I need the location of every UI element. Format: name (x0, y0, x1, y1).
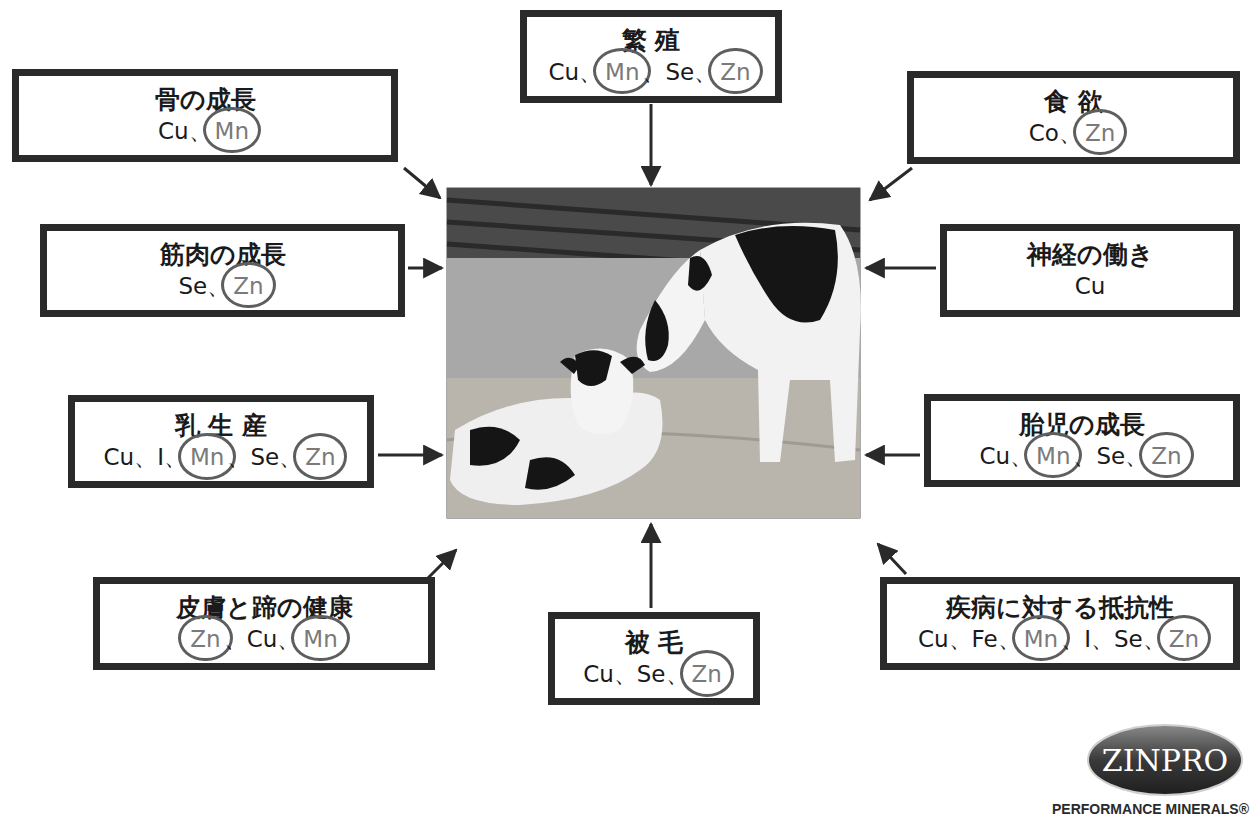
nutrient-box: 繁 殖Cu、Mn、Se、Zn (520, 10, 782, 103)
logo-badge (1088, 725, 1242, 795)
nutrient-box: 疾病に対する抵抗性Cu、Fe、Mn、I、Se、Zn (880, 577, 1240, 670)
box-content: 被 毛Cu、Se、Zn (583, 628, 725, 689)
function-heading: 食 欲 (1044, 87, 1103, 117)
mineral-list: 、Se、 (1073, 442, 1148, 471)
mineral-line: Co、Zn (1029, 119, 1118, 148)
highlighted-mineral: Zn (689, 660, 725, 689)
box-content: 皮膚と蹄の健康Zn、Cu、Mn (176, 593, 353, 654)
box-content: 疾病に対する抵抗性Cu、Fe、Mn、I、Se、Zn (918, 593, 1202, 654)
mineral-list: 、Se、 (227, 443, 302, 472)
mineral-list: 、Cu、 (224, 625, 301, 654)
mineral-line: Se、Zn (178, 272, 266, 301)
nutrient-box: 被 毛Cu、Se、Zn (548, 612, 760, 705)
mineral-list: Se、 (178, 272, 230, 301)
mineral-list: Cu、 (979, 442, 1033, 471)
nutrient-box: 胎児の成長Cu、Mn、Se、Zn (924, 394, 1240, 487)
box-content: 神経の働きCu (1027, 240, 1154, 301)
function-heading: 疾病に対する抵抗性 (946, 593, 1174, 623)
box-content: 食 欲Co、Zn (1029, 87, 1118, 148)
function-heading: 被 毛 (625, 628, 684, 658)
highlighted-mineral: Zn (717, 58, 753, 87)
box-content: 乳 生 産Cu、I、Mn、Se、Zn (104, 411, 339, 472)
highlighted-mineral: Zn (302, 443, 338, 472)
function-heading: 筋肉の成長 (160, 240, 286, 270)
logo-word: ZINPRO (1102, 743, 1228, 778)
function-heading: 胎児の成長 (1019, 410, 1145, 440)
highlighted-mineral: Zn (1082, 119, 1118, 148)
mineral-line: Zn、Cu、Mn (187, 625, 340, 654)
function-heading: 繁 殖 (622, 26, 681, 56)
mineral-line: Cu (1075, 272, 1106, 301)
highlighted-mineral: Zn (230, 272, 266, 301)
logo-tagline: PERFORMANCE MINERALS® (1052, 801, 1249, 817)
highlighted-mineral: Mn (602, 58, 642, 87)
highlighted-mineral: Mn (187, 443, 227, 472)
photo (447, 188, 861, 518)
box-content: 骨の成長Cu、Mn (155, 85, 256, 146)
highlighted-mineral: Mn (300, 625, 340, 654)
mineral-list: Cu、Fe、 (918, 625, 1021, 654)
highlighted-mineral: Mn (1033, 442, 1073, 471)
box-content: 胎児の成長Cu、Mn、Se、Zn (979, 410, 1184, 471)
nutrient-box: 筋肉の成長Se、Zn (40, 224, 405, 317)
mineral-list: Cu (1075, 272, 1106, 301)
function-heading: 神経の働き (1027, 240, 1154, 270)
mineral-line: Cu、Mn、Se、Zn (548, 58, 753, 87)
box-content: 筋肉の成長Se、Zn (160, 240, 286, 301)
mineral-list: Cu、Se、 (583, 660, 688, 689)
function-heading: 乳 生 産 (175, 411, 267, 441)
mineral-line: Cu、I、Mn、Se、Zn (104, 443, 339, 472)
nutrient-box: 骨の成長Cu、Mn (12, 69, 398, 162)
mineral-list: Cu、 (548, 58, 602, 87)
highlighted-mineral: Mn (1021, 625, 1061, 654)
nutrient-box: 食 欲Co、Zn (907, 71, 1240, 164)
highlighted-mineral: Zn (1148, 442, 1184, 471)
mineral-list: Cu、I、 (104, 443, 187, 472)
mineral-line: Cu、Fe、Mn、I、Se、Zn (918, 625, 1202, 654)
mineral-line: Cu、Mn (158, 117, 252, 146)
nutrient-box: 神経の働きCu (940, 224, 1240, 317)
mineral-list: Co、 (1029, 119, 1082, 148)
mineral-list: 、I、Se、 (1061, 625, 1166, 654)
highlighted-mineral: Zn (1166, 625, 1202, 654)
nutrient-box: 皮膚と蹄の健康Zn、Cu、Mn (93, 577, 435, 670)
box-content: 繁 殖Cu、Mn、Se、Zn (548, 26, 753, 87)
highlighted-mineral: Zn (187, 625, 223, 654)
arrow (378, 104, 936, 608)
mineral-line: Cu、Se、Zn (583, 660, 725, 689)
mineral-line: Cu、Mn、Se、Zn (979, 442, 1184, 471)
function-heading: 皮膚と蹄の健康 (176, 593, 353, 623)
nutrient-box: 乳 生 産Cu、I、Mn、Se、Zn (68, 395, 374, 488)
mineral-list: Cu、 (158, 117, 212, 146)
function-heading: 骨の成長 (155, 85, 256, 115)
mineral-list: 、Se、 (642, 58, 717, 87)
highlighted-mineral: Mn (212, 117, 252, 146)
